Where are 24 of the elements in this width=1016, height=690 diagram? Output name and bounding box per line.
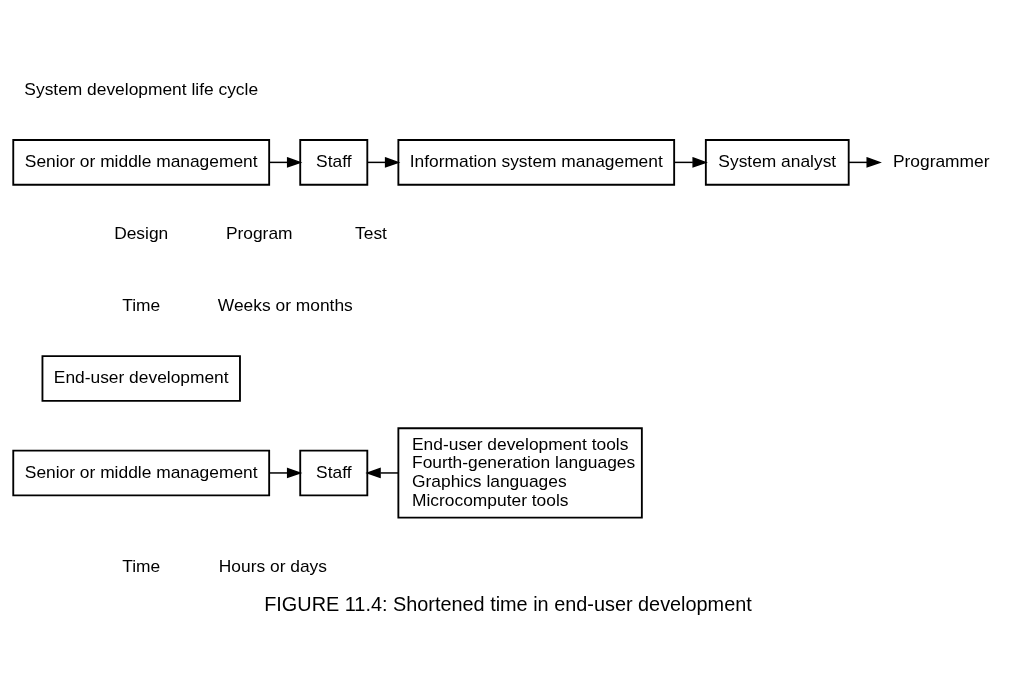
label: System development life cycle <box>24 78 259 99</box>
arrow <box>365 467 399 479</box>
node-box: Senior or middle management <box>12 449 271 497</box>
node-box: Staff <box>299 449 369 497</box>
arrow <box>673 157 708 168</box>
node-text: Programmer <box>892 150 990 171</box>
node-box: End-user development tools Fourth-generation languages Graphics languages Microcomputer tools <box>397 427 643 519</box>
node-box: System analyst <box>704 139 850 186</box>
label: Time <box>122 295 161 316</box>
label: Hours or days <box>218 555 327 576</box>
arrow <box>366 157 401 168</box>
label: Weeks or months <box>217 295 353 316</box>
arrow <box>268 467 303 479</box>
label: Program <box>225 223 293 244</box>
arrow <box>848 157 882 168</box>
arrow <box>268 157 303 168</box>
node-box: Senior or middle management <box>12 139 271 186</box>
node-box: End-user development <box>41 355 241 402</box>
label: Test <box>355 223 387 244</box>
node-box: Information system management <box>397 139 676 186</box>
label: Design <box>114 223 169 244</box>
node-box: Staff <box>299 139 369 186</box>
label: Time <box>122 555 161 576</box>
caption: FIGURE 11.4: Shortened time in end-user development <box>264 592 752 615</box>
